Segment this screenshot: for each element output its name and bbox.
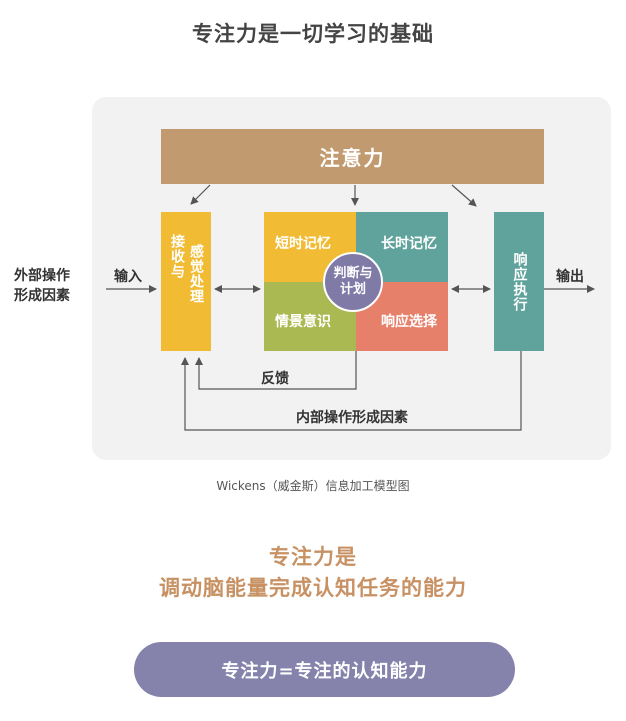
summary-banner: 专注力=专注的认知能力 xyxy=(134,642,515,697)
output-label: 输出 xyxy=(556,269,584,285)
judgment-planning-circle: 判断与 计划 xyxy=(323,252,383,312)
attention-box: 注意力 xyxy=(161,129,544,184)
input-label: 输入 xyxy=(114,269,142,285)
response-execution-box: 响应执行 xyxy=(494,212,544,351)
receive-line-2: 感觉处理 xyxy=(188,244,204,304)
page-title: 专注力是一切学习的基础 xyxy=(192,22,434,46)
internal-factors-loop xyxy=(181,351,522,431)
slogan-line-2: 调动脑能量完成认知任务的能力 xyxy=(159,576,467,600)
judgment-line-1: 判断与 xyxy=(333,266,373,281)
external-factors-line-2: 形成因素 xyxy=(14,288,70,304)
attention-to-response-arrow xyxy=(451,184,477,207)
diagram-caption: Wickens（威金斯）信息加工模型图 xyxy=(216,479,410,493)
attention-to-receive-arrow xyxy=(190,184,211,205)
receive-line-1: 接收与 xyxy=(169,234,185,279)
feedback-loop xyxy=(195,351,357,390)
feedback-label: 反馈 xyxy=(261,371,289,387)
judgment-line-2: 计划 xyxy=(339,282,366,297)
response-execution-label: 响应执行 xyxy=(511,251,528,312)
external-factors-line-1: 外部操作 xyxy=(14,268,70,284)
receive-processing-box: 接收与 感觉处理 xyxy=(161,212,211,351)
internal-factors-label: 内部操作形成因素 xyxy=(296,410,408,426)
slogan-line-1: 专注力是 xyxy=(269,545,357,569)
external-factors-label: 外部操作 形成因素 xyxy=(14,266,70,306)
